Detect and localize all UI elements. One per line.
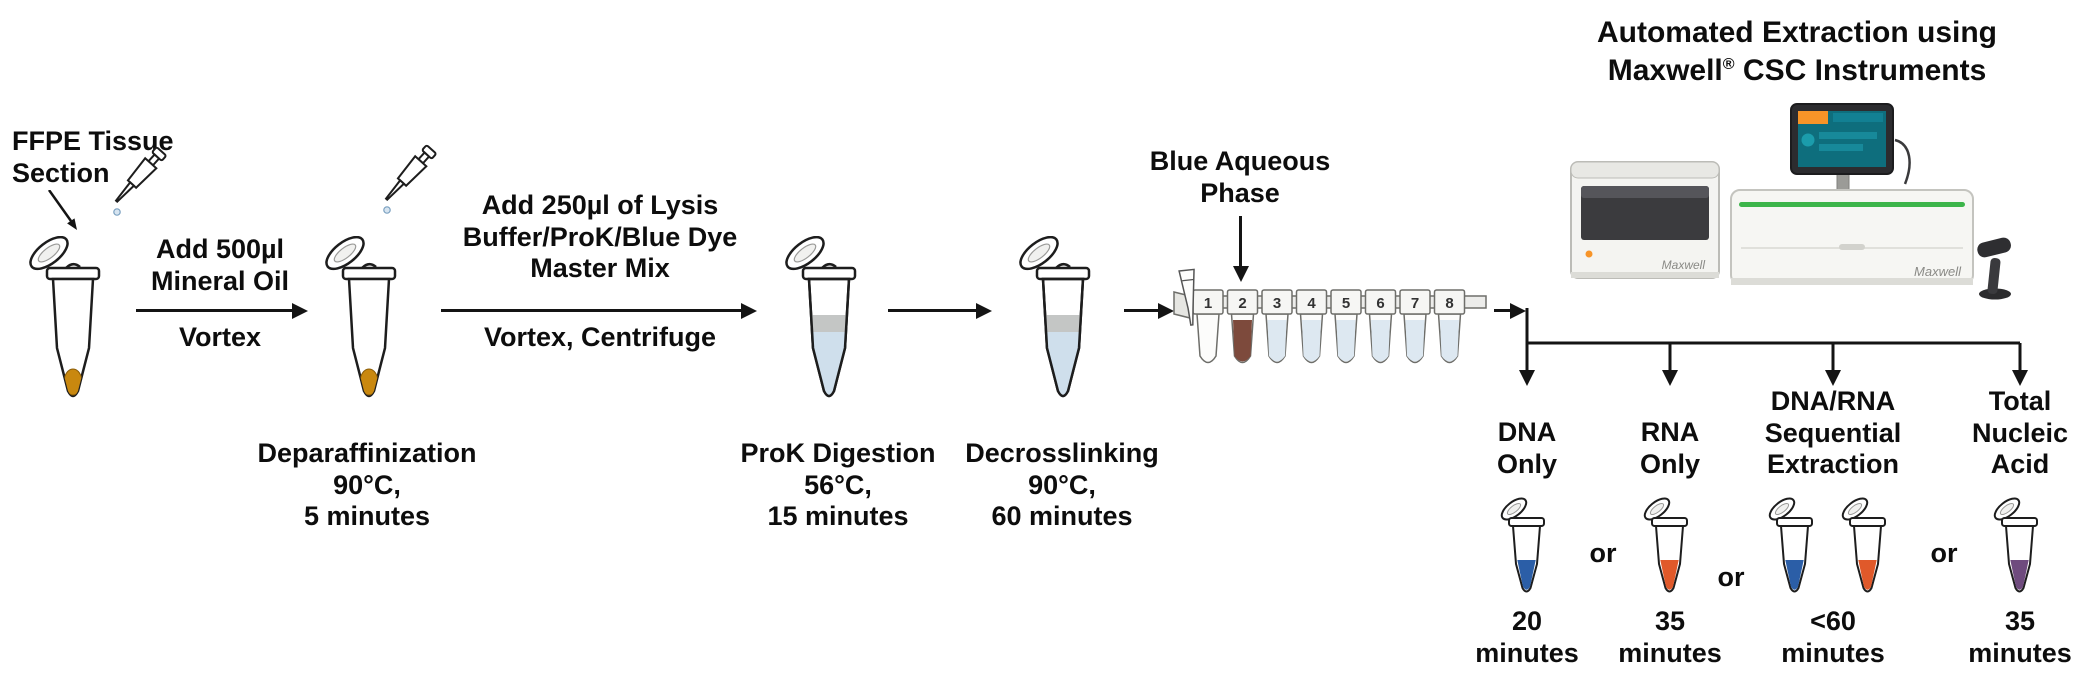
dna-eluate xyxy=(1785,560,1804,590)
oil-layer xyxy=(809,315,849,332)
microcentrifuge-tube-prok-icon xyxy=(785,236,857,398)
strip-tube-number: 4 xyxy=(1307,295,1316,312)
led-strip xyxy=(1739,202,1965,207)
strip-liquid xyxy=(1405,320,1425,362)
diagram-title: Automated Extraction using Maxwell® CSC … xyxy=(1562,14,2032,89)
ffpe-tissue-label: FFPE Tissue Section xyxy=(12,126,174,188)
aqueous-phase-sample xyxy=(1233,320,1252,362)
strip-liquid xyxy=(1267,320,1287,362)
or-separator: or xyxy=(1589,538,1617,568)
maxwell-logo-text: Maxwell xyxy=(1914,264,1962,279)
title-rest: CSC Instruments xyxy=(1734,53,1987,87)
registered-mark: ® xyxy=(1722,55,1735,73)
output-tube-sequential-rna-icon xyxy=(1841,497,1886,593)
step1-label-above: Add 500µl Mineral Oil xyxy=(150,234,290,296)
total-nucleic-acid-eluate xyxy=(2010,560,2029,590)
ffpe-pointer-arrow xyxy=(47,190,77,230)
brand-name: Maxwell xyxy=(1607,53,1723,87)
output-tube-total-nucleic-acid-icon xyxy=(1993,497,2038,593)
barcode-scanner-icon xyxy=(1977,237,2011,300)
output-label-rna: RNA Only xyxy=(1639,417,1700,479)
output-time-total-nucleic-acid: 35 minutes xyxy=(1968,606,2072,668)
decrosslinking-label: Decrosslinking 90°C, 60 minutes xyxy=(965,438,1159,532)
pcr-8-tube-strip-icon: 1 2 3 4 5 6 7 8 xyxy=(1173,268,1487,364)
output-branch-connector xyxy=(1519,308,2028,386)
strip-tube-number: 6 xyxy=(1376,295,1384,312)
tissue-sample xyxy=(63,368,83,396)
blue-aqueous-arrow xyxy=(1239,216,1242,266)
instrument-small: Maxwell xyxy=(1570,161,1720,279)
maxwell-logo-text: Maxwell xyxy=(1662,258,1706,272)
rna-eluate xyxy=(1858,560,1877,590)
flow-arrow-3 xyxy=(888,309,976,312)
flow-arrow-5 xyxy=(1494,309,1510,312)
strip-liquid xyxy=(1302,320,1321,362)
output-tube-sequential-dna-icon xyxy=(1768,497,1813,593)
instrument-large: Maxwell xyxy=(1730,189,1974,285)
droplet-icon xyxy=(383,206,391,214)
diagram-title-line1: Automated Extraction using xyxy=(1596,16,1998,49)
strip-tube-number: 7 xyxy=(1411,295,1419,312)
dna-eluate xyxy=(1517,560,1536,590)
flow-arrow-1 xyxy=(136,309,292,312)
strip-tube-number: 2 xyxy=(1238,295,1246,312)
or-separator: or xyxy=(1930,538,1958,568)
flow-arrow-2 xyxy=(441,309,741,312)
pipette-tip-icon xyxy=(1178,268,1195,326)
microcentrifuge-tube-deparaffinization-icon xyxy=(325,236,397,398)
strip-tube-number: 1 xyxy=(1204,295,1212,312)
strip-tube-number: 5 xyxy=(1342,295,1350,312)
strip-tube-number: 3 xyxy=(1273,295,1281,312)
flow-arrow-4 xyxy=(1124,309,1158,312)
pipette-icon xyxy=(113,146,167,216)
strip-liquid xyxy=(1371,320,1390,362)
deparaffinization-label: Deparaffinization 90°C, 5 minutes xyxy=(257,438,477,532)
output-label-sequential: DNA/RNA Sequential Extraction xyxy=(1764,386,1902,480)
prok-digestion-label: ProK Digestion 56°C, 15 minutes xyxy=(740,438,936,532)
output-time-dna: 20 minutes xyxy=(1475,606,1579,668)
microcentrifuge-tube-ffpe-icon xyxy=(29,236,101,398)
step1-label-below: Vortex xyxy=(178,322,262,352)
blue-aqueous-phase-label: Blue Aqueous Phase xyxy=(1149,146,1331,208)
strip-tube-number: 8 xyxy=(1445,295,1453,312)
output-label-dna: DNA Only xyxy=(1496,417,1557,479)
microcentrifuge-tube-decrosslinking-icon xyxy=(1019,236,1091,398)
strip-liquid xyxy=(1336,320,1356,362)
step2-label-below: Vortex, Centrifuge xyxy=(483,322,717,352)
step2-label-above: Add 250µl of Lysis Buffer/ProK/Blue Dye … xyxy=(462,190,738,284)
pipette-icon xyxy=(383,144,437,214)
maxwell-csc-instruments-illustration: Maxwell Maxwell xyxy=(1570,103,2011,300)
output-label-total-nucleic-acid: Total Nucleic Acid xyxy=(1971,386,2069,480)
output-tube-rna-icon xyxy=(1643,497,1688,593)
instrument-tablet xyxy=(1790,103,1911,195)
or-separator: or xyxy=(1717,562,1745,592)
logo-dot xyxy=(1585,250,1593,258)
strip-liquid xyxy=(1440,320,1459,362)
droplet-icon xyxy=(113,208,121,216)
output-time-sequential: <60 minutes xyxy=(1781,606,1885,668)
rna-eluate xyxy=(1660,560,1679,590)
output-time-rna: 35 minutes xyxy=(1618,606,1722,668)
tissue-sample xyxy=(359,368,379,396)
oil-layer xyxy=(1043,315,1083,332)
diagram-title-line2: Maxwell® CSC Instruments xyxy=(1562,52,2032,90)
output-tube-dna-icon xyxy=(1500,497,1545,593)
